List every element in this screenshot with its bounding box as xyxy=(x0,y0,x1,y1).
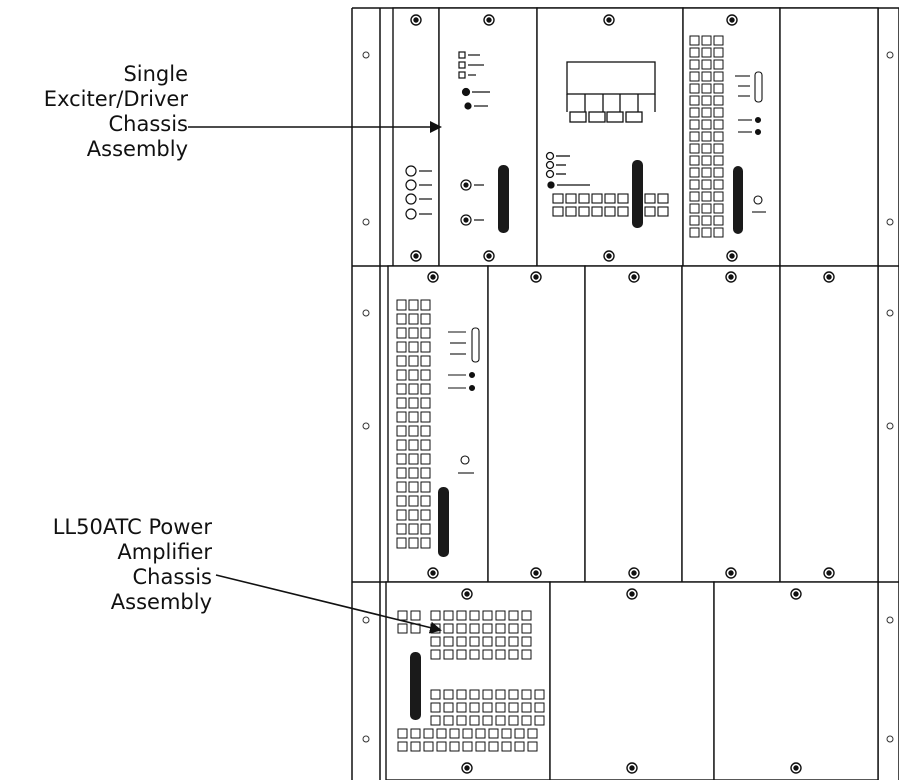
rail-holes xyxy=(362,51,894,743)
callout-line: Single xyxy=(123,62,188,86)
callout-line: Amplifier xyxy=(117,540,212,564)
controller-power-supply-module xyxy=(536,7,684,267)
blank-panel xyxy=(779,7,879,267)
pa-grille-slot-middle xyxy=(438,487,449,557)
callout-line: Exciter/Driver xyxy=(43,87,188,111)
callout-power-amplifier: LL50ATC Power Amplifier Chassis Assembly xyxy=(0,515,212,615)
module-slot-1 xyxy=(392,7,440,267)
controller-grille-slot xyxy=(632,160,643,228)
leader-arrow-power-amplifier xyxy=(215,574,442,634)
pa-grille-slot-top xyxy=(733,166,743,234)
exciter-driver-module xyxy=(438,7,538,267)
callout-exciter-driver: Single Exciter/Driver Chassis Assembly xyxy=(0,62,188,162)
callout-line: Assembly xyxy=(86,137,188,161)
screws xyxy=(410,14,738,262)
supply-vent-grid xyxy=(397,610,545,752)
blank-panel xyxy=(584,265,683,583)
pa-vent-grid-top xyxy=(689,35,724,238)
blank-panel xyxy=(713,581,879,780)
callout-line: Chassis xyxy=(132,565,213,589)
controller-keypad xyxy=(552,193,669,217)
exciter-grille-slot xyxy=(498,165,509,233)
blank-panel xyxy=(779,265,879,583)
display-window xyxy=(566,61,656,95)
middle-chassis xyxy=(387,265,879,583)
blank-panel xyxy=(487,265,586,583)
callout-line: Assembly xyxy=(110,590,212,614)
supply-grille-slot xyxy=(410,652,421,720)
pa-vent-grid-middle xyxy=(396,299,431,549)
blank-panel xyxy=(681,265,781,583)
callout-line: LL50ATC Power xyxy=(52,515,212,539)
callout-line: Chassis xyxy=(108,112,189,136)
blank-panel xyxy=(549,581,715,780)
